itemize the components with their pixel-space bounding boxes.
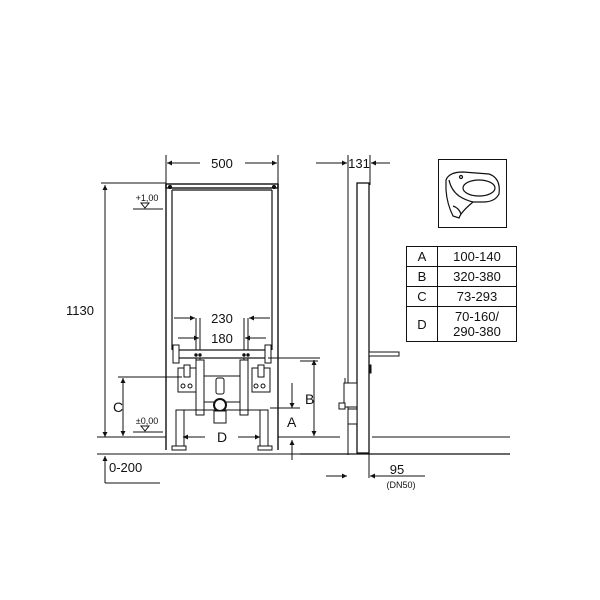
level-zero-label: ±0,00: [136, 416, 158, 426]
table-key: B: [406, 266, 438, 287]
dim-230-label: 230: [211, 311, 233, 326]
drain-dn50-label: (DN50): [386, 480, 415, 490]
table-value: 73-293: [437, 286, 517, 307]
label-d: D: [217, 429, 227, 445]
table-value: 70-160/ 290-380: [437, 306, 517, 342]
label-c: C: [113, 399, 123, 415]
table-key: D: [406, 306, 438, 342]
level-plus-label: +1,00: [136, 193, 159, 203]
table-row: A 100-140: [406, 246, 517, 267]
drain-95-label: 95: [390, 462, 404, 477]
table-value-line2: 290-380: [453, 324, 501, 339]
wall-hung-bidet-icon: [445, 171, 500, 219]
table-key: C: [406, 286, 438, 307]
dimension-table: A 100-140 B 320-380 C 73-293 D 70-160/ 2…: [406, 246, 517, 342]
table-row: C 73-293: [406, 286, 517, 307]
depth-131-label: 131: [348, 156, 370, 171]
dim-180-label: 180: [211, 331, 233, 346]
table-value: 100-140: [437, 246, 517, 267]
table-key: A: [406, 246, 438, 267]
bidet-thumbnail: [438, 159, 507, 228]
front-view: [97, 155, 330, 484]
table-row: B 320-380: [406, 266, 517, 287]
adjust-0-200-label: 0-200: [109, 460, 142, 475]
height-1130-label: 1130: [66, 303, 94, 318]
label-a: A: [287, 414, 297, 430]
table-value-line1: 70-160/: [454, 309, 500, 324]
width-500-label: 500: [211, 156, 233, 171]
table-row: D 70-160/ 290-380: [406, 306, 517, 342]
label-b-front: B: [305, 391, 314, 407]
side-view: [300, 155, 510, 479]
table-value: 320-380: [437, 266, 517, 287]
